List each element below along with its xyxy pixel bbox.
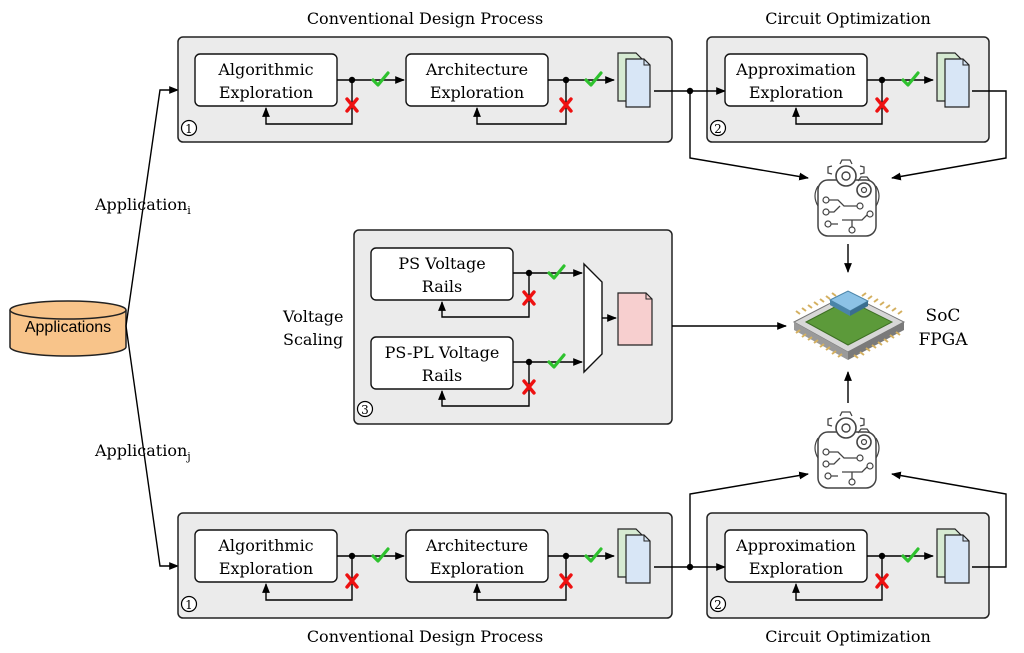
- approximation-line1: Approximation: [735, 60, 856, 79]
- gear-circuit-icon: [814, 411, 880, 489]
- check-icon: [901, 71, 920, 87]
- panel-number-1-top: 1: [185, 122, 193, 136]
- applications-label: Applications: [25, 319, 111, 336]
- algorithmic-line2: Exploration: [219, 83, 313, 102]
- ps-voltage-rails-box: [370, 247, 514, 301]
- check-icon: [547, 353, 566, 369]
- document-icon: [936, 528, 970, 584]
- document-icon: [617, 292, 653, 346]
- multiplexer-icon: [583, 262, 603, 374]
- ps-voltage-line1: PS Voltage: [398, 254, 485, 273]
- cross-icon: [345, 97, 359, 113]
- algorithmic-line2: Exploration: [219, 559, 313, 578]
- cross-icon: [522, 290, 536, 306]
- branch-top-arrow: [125, 86, 179, 327]
- check-icon: [547, 264, 566, 280]
- cross-icon: [345, 573, 359, 589]
- applications-database-icon: Applications: [9, 300, 127, 357]
- cross-icon: [559, 97, 573, 113]
- panel-number-2-top: 2: [714, 122, 722, 136]
- voltage-label-1: Voltage: [282, 307, 344, 326]
- approximation-line1: Approximation: [735, 536, 856, 555]
- architecture-line2: Exploration: [430, 83, 524, 102]
- ps-pl-voltage-line1: PS-PL Voltage: [385, 343, 500, 362]
- architecture-line1: Architecture: [425, 536, 528, 555]
- fpga-label: FPGA: [918, 330, 968, 350]
- check-icon: [584, 547, 603, 563]
- circuit-title-bottom: Circuit Optimization: [765, 627, 931, 646]
- cross-icon: [559, 573, 573, 589]
- document-icon: [617, 52, 651, 108]
- panel-number-1-bottom: 1: [185, 598, 193, 612]
- check-icon: [584, 71, 603, 87]
- check-icon: [371, 547, 390, 563]
- conventional-title-bottom: Conventional Design Process: [307, 627, 543, 646]
- architecture-line2: Exploration: [430, 559, 524, 578]
- cross-icon: [875, 97, 889, 113]
- panel-number-2-bottom: 2: [714, 598, 722, 612]
- soc-label: SoC: [926, 306, 961, 326]
- algo-feedback-loop: [262, 80, 353, 125]
- application-i-label: Applicationi: [94, 195, 191, 217]
- document-icon: [936, 52, 970, 108]
- circuit-title-top: Circuit Optimization: [765, 9, 931, 28]
- chip-icon: [792, 290, 906, 360]
- algorithmic-line1: Algorithmic: [217, 60, 313, 79]
- ps-pl-voltage-line2: Rails: [422, 366, 462, 385]
- ps-voltage-line2: Rails: [422, 277, 462, 296]
- check-icon: [371, 71, 390, 87]
- cross-icon: [522, 379, 536, 395]
- branch-bottom-arrow: [125, 325, 179, 570]
- panel-number-3: 3: [361, 403, 369, 417]
- check-icon: [901, 547, 920, 563]
- ps-pl-voltage-rails-box: [370, 336, 514, 390]
- approximation-line2: Exploration: [749, 83, 843, 102]
- gear-circuit-icon: [814, 159, 880, 237]
- voltage-label-2: Scaling: [283, 330, 343, 349]
- algorithmic-line1: Algorithmic: [217, 536, 313, 555]
- architecture-line1: Architecture: [425, 60, 528, 79]
- document-icon: [617, 528, 651, 584]
- cross-icon: [875, 573, 889, 589]
- application-j-label: Applicationj: [94, 441, 191, 463]
- conventional-title-top: Conventional Design Process: [307, 9, 543, 28]
- approximation-line2: Exploration: [749, 559, 843, 578]
